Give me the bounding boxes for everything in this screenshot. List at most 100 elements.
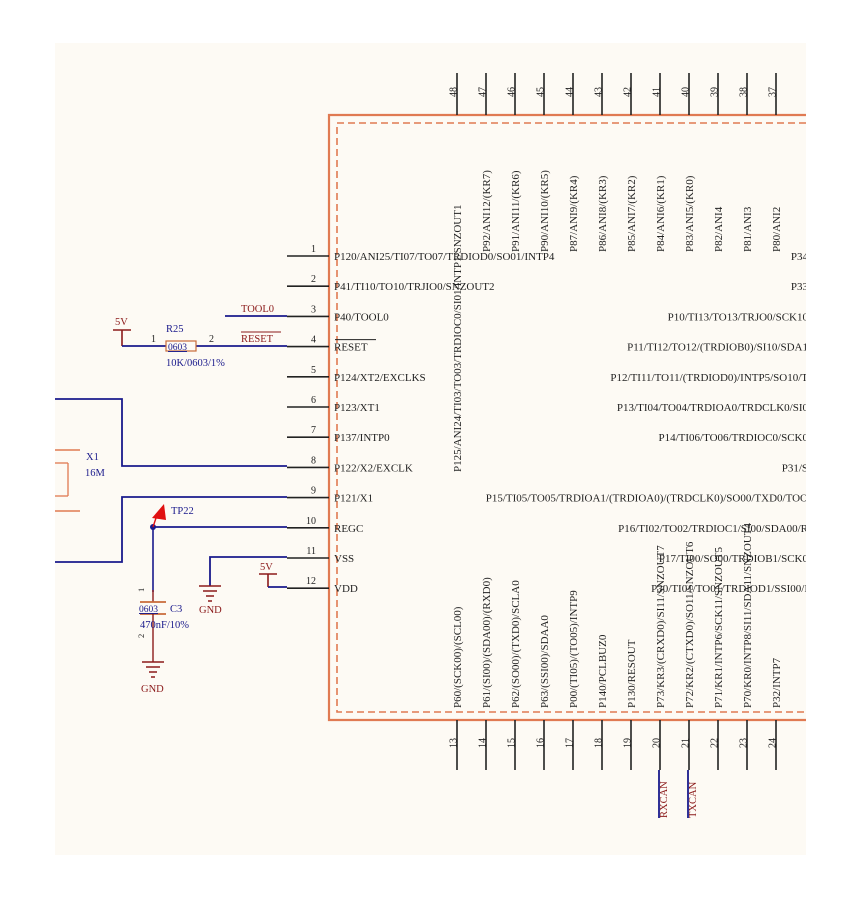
top-margin — [0, 0, 858, 43]
top-pin-name: P90/ANI10/(KR5) — [539, 170, 551, 252]
top-pin-name: P86/ANI8/(KR3) — [597, 175, 609, 252]
bottom-pin-name: P72/KR2/(CTXD0)/SO11/SNZOUT6 — [684, 541, 696, 708]
left-pin-number: 2 — [311, 274, 316, 285]
right-pin-name: P13/TI04/TO04/TRDIOA0/TRDCLK0/SI0 — [617, 402, 809, 414]
bottom-pin-number: 16 — [535, 738, 546, 748]
bottom-pin-number: 23 — [738, 738, 749, 748]
left-pin-name: RESET — [334, 342, 368, 354]
capacitor-c3: 1 2 0603 C3 470nF/10% — [136, 588, 189, 662]
left-pin-name: P120/ANI25/TI07/TO07/TRDIOD0/SO01/INTP4 — [334, 251, 555, 263]
left-pin-name: P121/X1 — [334, 493, 373, 505]
top-pin-name: P91/ANI11/(KR6) — [510, 170, 522, 252]
net-label-rxcan: RXCAN — [659, 781, 670, 818]
net-label-txcan: TXCAN — [688, 781, 699, 818]
rxcan-label-group: RXCAN — [658, 770, 670, 818]
top-pin-number: 39 — [709, 87, 720, 97]
left-pin-name: REGC — [334, 523, 363, 535]
top-pin-name: P83/ANI5/(KR0) — [684, 175, 696, 252]
bottom-pin-name: P32/INTP7 — [771, 657, 783, 708]
bottom-pin-name: P70/KR0/INTP8/SI11/SDA11/SNZOUT4 — [742, 523, 754, 708]
top-pin-name: P125/ANI24/TI03/TO03/TRDIOC0/SI01/INTP1/… — [452, 205, 464, 472]
top-pin-number: 37 — [767, 87, 778, 97]
gnd-label-vss: GND — [199, 605, 222, 616]
bottom-pin-number: 20 — [651, 738, 662, 748]
right-pin-name: P17/TI00/SO00/TRDIOB1/SCK0 — [659, 553, 809, 565]
bottom-pin-number: 24 — [767, 738, 778, 748]
top-pin-name: P84/ANI6/(KR1) — [655, 175, 667, 252]
bottom-pin-number: 18 — [593, 738, 604, 748]
net-label-tool0: TOOL0 — [241, 304, 274, 315]
net-label-reset: RESET — [241, 334, 274, 345]
bottom-pin-number: 17 — [564, 738, 575, 748]
r25-value: 10K/0603/1% — [166, 358, 225, 369]
top-pin-name: P81/ANI3 — [742, 206, 754, 252]
left-pin-number: 8 — [311, 455, 316, 466]
bottom-pin-number: 21 — [680, 738, 691, 748]
x1-ref: X1 — [86, 452, 99, 463]
bottom-pin-name: P130/RESOUT — [626, 639, 638, 708]
bottom-pin-group: 13P60/(SCK00)/(SCL00)14P61/(SI00)/(SDA00… — [448, 523, 783, 770]
top-pin-number: 48 — [448, 87, 459, 97]
vss-wire — [209, 556, 287, 586]
left-pin-number: 5 — [311, 365, 316, 376]
tp22-ref: TP22 — [171, 506, 194, 517]
left-pin-name: VDD — [334, 583, 358, 595]
left-pin-number: 4 — [311, 335, 316, 346]
right-label-group: P34P33P10/TI13/TO13/TRJO0/SCK10P11/TI12/… — [486, 251, 809, 595]
power-label-5v: 5V — [115, 317, 128, 328]
txcan-label-group: TXCAN — [687, 770, 699, 818]
left-pin-number: 1 — [311, 244, 316, 255]
top-pin-group: 48P125/ANI24/TI03/TO03/TRDIOC0/SI01/INTP… — [448, 73, 783, 472]
left-pin-name: P122/X2/EXCLK — [334, 462, 413, 474]
c3-value: 470nF/10% — [140, 620, 189, 631]
bottom-pin-number: 13 — [448, 738, 459, 748]
right-pin-name: P10/TI13/TO13/TRJO0/SCK10 — [668, 311, 809, 323]
power-5v-r25: 5V — [113, 317, 131, 346]
crystal-x1: X1 16M — [55, 449, 106, 512]
top-pin-number: 43 — [593, 87, 604, 97]
left-pin-name: P123/XT1 — [334, 402, 380, 414]
bottom-pin-number: 19 — [622, 738, 633, 748]
right-margin — [806, 0, 858, 896]
bottom-pin-name: P63/(SSI00)/SDAA0 — [539, 615, 551, 708]
top-pin-number: 46 — [506, 87, 517, 97]
c3-package: 0603 — [139, 605, 158, 615]
top-pin-number: 47 — [477, 87, 488, 97]
c3-pin1: 1 — [136, 588, 146, 592]
left-pin-number: 9 — [311, 486, 316, 497]
r25-pin2: 2 — [209, 334, 214, 345]
bottom-pin-number: 22 — [709, 738, 720, 748]
gnd-symbol-vss — [199, 585, 221, 602]
left-pin-number: 11 — [306, 546, 316, 557]
x1-value: 16M — [85, 468, 106, 479]
bottom-pin-name: P73/KR3/(CRXD0)/SI11/SNZOUT7 — [655, 545, 667, 708]
crystal-wires — [55, 398, 287, 563]
top-pin-number: 44 — [564, 87, 575, 97]
testpoint-tp22: TP22 — [152, 504, 194, 528]
left-pin-number: 10 — [306, 516, 316, 527]
gnd-label-c3: GND — [141, 684, 164, 695]
c3-pin2: 2 — [136, 634, 146, 638]
right-pin-name: P14/TI06/TO06/TRDIOC0/SCK0 — [658, 432, 808, 444]
top-pin-number: 42 — [622, 87, 633, 97]
power-label-5v-vdd: 5V — [260, 562, 273, 573]
top-pin-name: P82/ANI4 — [713, 206, 725, 252]
left-pin-number: 7 — [311, 425, 316, 436]
right-pin-name: P15/TI05/TO05/TRDIOA1/(TRDIOA0)/(TRDCLK0… — [486, 493, 808, 505]
top-pin-name: P80/ANI2 — [771, 207, 783, 252]
top-pin-number: 38 — [738, 87, 749, 97]
right-pin-name: P30/TI01/TO01/TRDIOD1/SSI00/I — [651, 583, 808, 595]
top-pin-name: P92/ANI12/(KR7) — [481, 170, 493, 252]
left-pin-number: 6 — [311, 395, 316, 406]
bottom-pin-name: P71/KR1/INTP6/SCK11/SNZOUT5 — [713, 547, 725, 708]
bottom-pin-name: P60/(SCK00)/(SCL00) — [452, 606, 464, 708]
r25-ref: R25 — [166, 324, 184, 335]
top-pin-number: 40 — [680, 87, 691, 97]
bottom-pin-number: 14 — [477, 738, 488, 748]
left-pin-number: 3 — [311, 304, 316, 315]
left-pin-name: P40/TOOL0 — [334, 311, 389, 323]
right-pin-name: P34 — [791, 251, 809, 263]
left-pin-name: P124/XT2/EXCLKS — [334, 372, 426, 384]
right-pin-name: P11/TI12/TO12/(TRDIOB0)/SI10/SDA1 — [627, 342, 808, 354]
